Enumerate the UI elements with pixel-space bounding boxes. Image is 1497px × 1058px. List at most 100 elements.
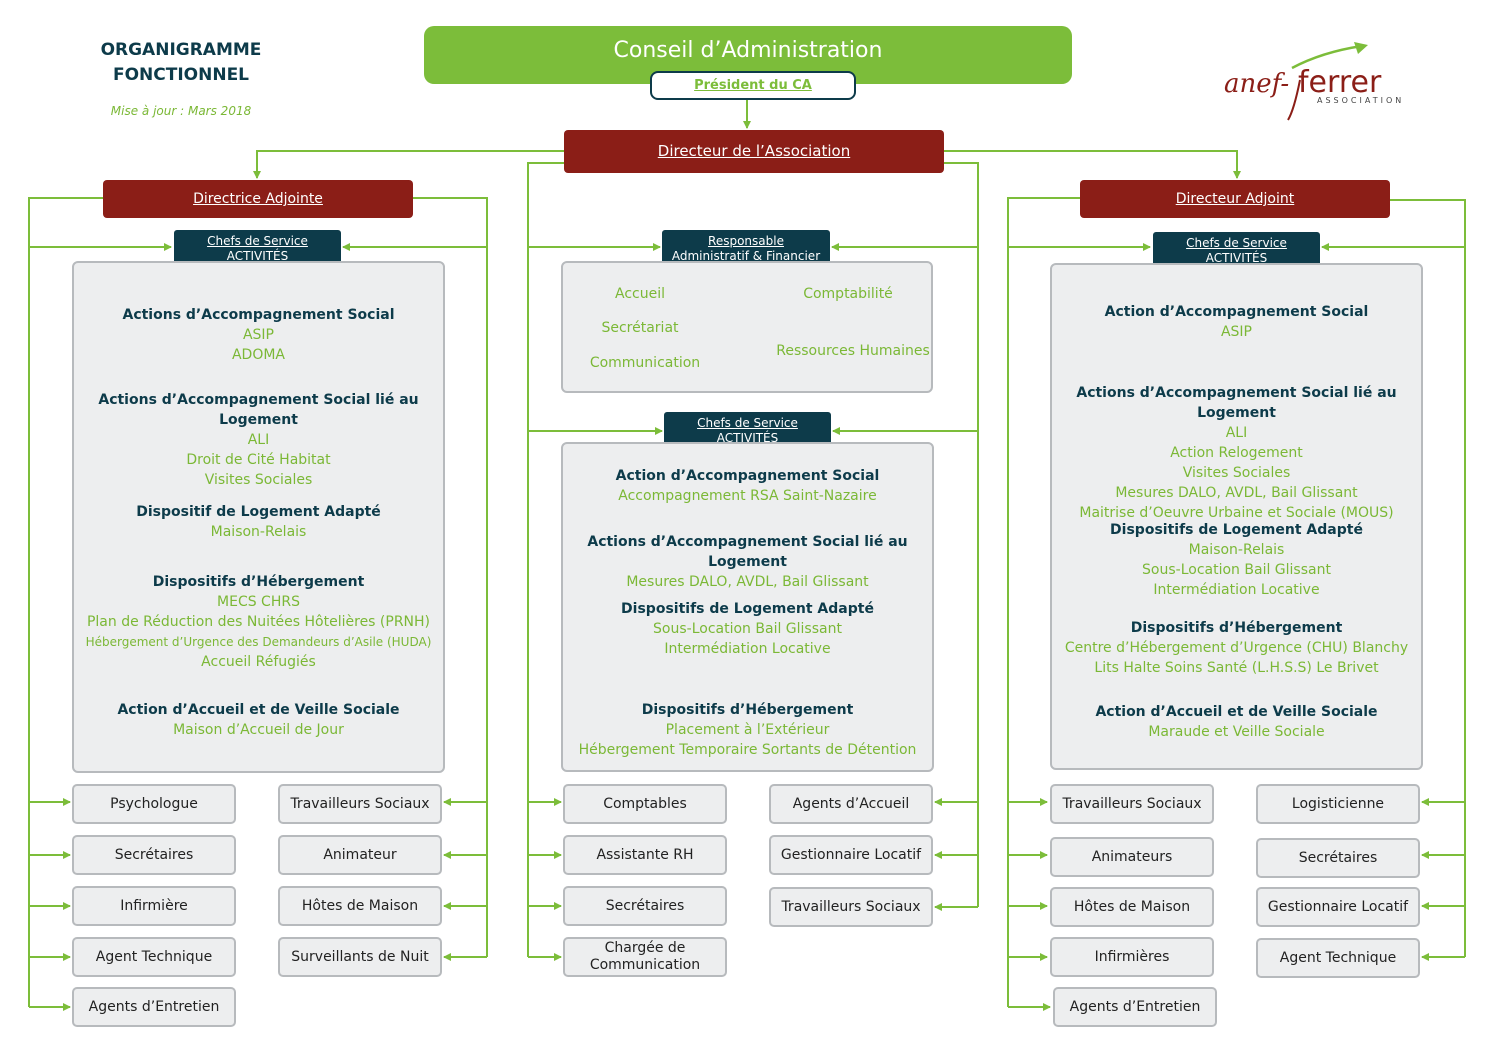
group-heading: Dispositifs d’Hébergement	[152, 574, 365, 590]
role-box: Travailleurs Sociaux	[769, 887, 933, 927]
role-box: Agents d’Entretien	[1053, 987, 1217, 1027]
group-item: Accompagnement RSA Saint-Nazaire	[618, 488, 877, 504]
right-group: Dispositifs d’Hébergement Centre d’Héber…	[1052, 618, 1421, 678]
left-activities-panel: Actions d’Accompagnement Social ASIP ADO…	[72, 261, 445, 773]
svg-text:ASSOCIATION: ASSOCIATION	[1317, 96, 1404, 105]
group-item: Visites Sociales	[1182, 465, 1291, 481]
logo-graphic: anef- ferrer ASSOCIATION	[1224, 42, 1404, 121]
title-line2: FONCTIONNEL	[112, 65, 250, 85]
deputy-left-box: Directrice Adjointe	[103, 180, 413, 218]
center-group: Actions d’Accompagnement Social lié au L…	[563, 532, 932, 592]
director-box: Directeur de l’Association	[564, 130, 944, 173]
group-item: ASIP	[242, 327, 275, 343]
group-item: Sous-Location Bail Glissant	[653, 621, 842, 637]
right-group: Action d’Accueil et de Veille Sociale Ma…	[1052, 702, 1421, 742]
right-chiefs-sub: ACTIVITÉS	[1205, 251, 1268, 265]
group-item: Maison-Relais	[210, 524, 307, 540]
group-item: MECS CHRS	[217, 594, 300, 610]
role-box: Agents d’Accueil	[769, 784, 933, 824]
group-item: Hébergement Temporaire Sortants de Déten…	[578, 742, 917, 758]
group-item: ALI	[247, 432, 270, 448]
center-group: Dispositifs d’Hébergement Placement à l’…	[563, 700, 932, 760]
group-heading: Action d’Accueil et de Veille Sociale	[117, 702, 400, 718]
role-box: Infirmière	[72, 886, 236, 926]
raf-title: Responsable	[708, 234, 784, 248]
svg-text:ferrer: ferrer	[1298, 65, 1382, 100]
group-heading: Action d’Accompagnement Social	[615, 468, 880, 484]
role-box: Infirmières	[1050, 937, 1214, 977]
role-box: Surveillants de Nuit	[278, 937, 442, 977]
role-box: Agents d’Entretien	[72, 987, 236, 1027]
right-group: Actions d’Accompagnement Social lié au L…	[1052, 383, 1421, 523]
left-group: Action d’Accueil et de Veille Sociale Ma…	[74, 700, 443, 740]
raf-item: Comptabilité	[803, 286, 893, 302]
page-title: ORGANIGRAMME FONCTIONNEL	[60, 38, 302, 88]
role-box: Hôtes de Maison	[278, 886, 442, 926]
left-group: Dispositifs d’Hébergement MECS CHRS Plan…	[74, 572, 443, 672]
right-group: Dispositifs de Logement Adapté Maison-Re…	[1052, 520, 1421, 600]
group-item: Intermédiation Locative	[1153, 582, 1320, 598]
group-heading: Dispositifs d’Hébergement	[641, 702, 854, 718]
group-item: Maison-Relais	[1188, 542, 1285, 558]
role-box: Travailleurs Sociaux	[278, 784, 442, 824]
group-item: Centre d’Hébergement d’Urgence (CHU) Bla…	[1064, 640, 1409, 656]
group-heading: Dispositifs de Logement Adapté	[1110, 522, 1363, 538]
role-box: Agent Technique	[72, 937, 236, 977]
group-item: Placement à l’Extérieur	[665, 722, 830, 738]
role-box: Psychologue	[72, 784, 236, 824]
left-group: Dispositif de Logement Adapté Maison-Rel…	[74, 502, 443, 542]
center-chiefs-title: Chefs de Service	[697, 416, 798, 430]
group-item: Mesures DALO, AVDL, Bail Glissant	[626, 574, 869, 590]
group-item: Hébergement d’Urgence des Demandeurs d’A…	[85, 635, 432, 649]
role-box: Logisticienne	[1256, 784, 1420, 824]
group-item: Sous-Location Bail Glissant	[1142, 562, 1331, 578]
role-box: Assistante RH	[563, 835, 727, 875]
update-date: Mise à jour : Mars 2018	[110, 104, 252, 118]
group-heading: Action d’Accueil et de Veille Sociale	[1095, 704, 1378, 720]
svg-text:anef-: anef-	[1224, 69, 1289, 99]
role-box: Secrétaires	[563, 886, 727, 926]
group-heading: Actions d’Accompagnement Social lié au L…	[587, 534, 908, 570]
role-box: Gestionnaire Locatif	[769, 835, 933, 875]
role-box: Animateur	[278, 835, 442, 875]
group-heading: Actions d’Accompagnement Social lié au L…	[1076, 385, 1397, 421]
group-heading: Dispositifs d’Hébergement	[1130, 620, 1343, 636]
role-box: Hôtes de Maison	[1050, 887, 1214, 927]
group-item: Intermédiation Locative	[664, 641, 831, 657]
anef-ferrer-logo: anef- ferrer ASSOCIATION	[1222, 40, 1422, 122]
group-item: ALI	[1225, 425, 1248, 441]
group-item: Visites Sociales	[204, 472, 313, 488]
group-item: Plan de Réduction des Nuitées Hôtelières…	[86, 614, 431, 630]
group-item: Mesures DALO, AVDL, Bail Glissant	[1115, 485, 1358, 501]
left-chiefs-title: Chefs de Service	[207, 234, 308, 248]
group-item: ASIP	[1220, 324, 1253, 340]
group-item: Action Relogement	[1170, 445, 1303, 461]
group-heading: Actions d’Accompagnement Social	[122, 307, 395, 323]
left-group: Actions d’Accompagnement Social ASIP ADO…	[74, 305, 443, 365]
right-activities-panel: Action d’Accompagnement Social ASIP Acti…	[1050, 263, 1423, 770]
center-activities-panel: Action d’Accompagnement Social Accompagn…	[561, 442, 934, 772]
group-item: Droit de Cité Habitat	[186, 452, 331, 468]
left-group: Actions d’Accompagnement Social lié au L…	[74, 390, 443, 490]
center-group: Action d’Accompagnement Social Accompagn…	[563, 466, 932, 506]
raf-item: Accueil	[615, 286, 665, 302]
center-group: Dispositifs de Logement Adapté Sous-Loca…	[563, 599, 932, 659]
left-chiefs-sub: ACTIVITÉS	[226, 249, 289, 263]
role-box: Travailleurs Sociaux	[1050, 784, 1214, 824]
role-box: Secrétaires	[1256, 838, 1420, 878]
raf-item: Communication	[589, 355, 701, 371]
role-box: Secrétaires	[72, 835, 236, 875]
title-line1: ORGANIGRAMME	[100, 40, 262, 60]
group-heading: Actions d’Accompagnement Social lié au L…	[98, 392, 419, 428]
right-group: Action d’Accompagnement Social ASIP	[1052, 302, 1421, 342]
group-item: Lits Halte Soins Santé (L.H.S.S) Le Briv…	[1094, 660, 1379, 676]
group-item: ADOMA	[231, 347, 286, 363]
group-heading: Action d’Accompagnement Social	[1104, 304, 1369, 320]
role-box: Gestionnaire Locatif	[1256, 887, 1420, 927]
role-box: Chargée de Communication	[563, 937, 727, 977]
group-item: Maraude et Veille Sociale	[1148, 724, 1325, 740]
role-box: Animateurs	[1050, 837, 1214, 877]
group-heading: Dispositif de Logement Adapté	[136, 504, 381, 520]
role-box: Agent Technique	[1256, 938, 1420, 978]
